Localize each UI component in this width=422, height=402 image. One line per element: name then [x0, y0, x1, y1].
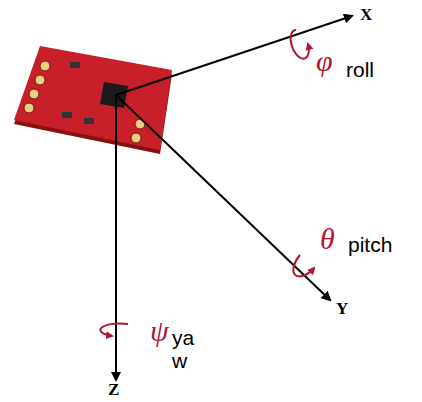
pitch-symbol: θ: [320, 222, 335, 255]
rotation-name: yaw: [172, 326, 196, 372]
sensor-board: [14, 46, 172, 154]
axis-label: X: [360, 6, 372, 25]
z-axis: [115, 95, 117, 380]
roll-symbol: φ: [316, 44, 333, 77]
yaw-symbol: ψ: [150, 314, 169, 347]
rotation-name: pitch: [348, 233, 392, 256]
y-axis: [116, 95, 330, 300]
axis-label: Z: [108, 381, 119, 400]
pitch-rotation: [293, 255, 314, 277]
roll-rotation: [291, 30, 309, 59]
x-axis: [116, 16, 352, 95]
yaw-rotation: [100, 323, 128, 336]
axis-label: Y: [336, 300, 348, 319]
rotation-name: roll: [346, 58, 374, 81]
